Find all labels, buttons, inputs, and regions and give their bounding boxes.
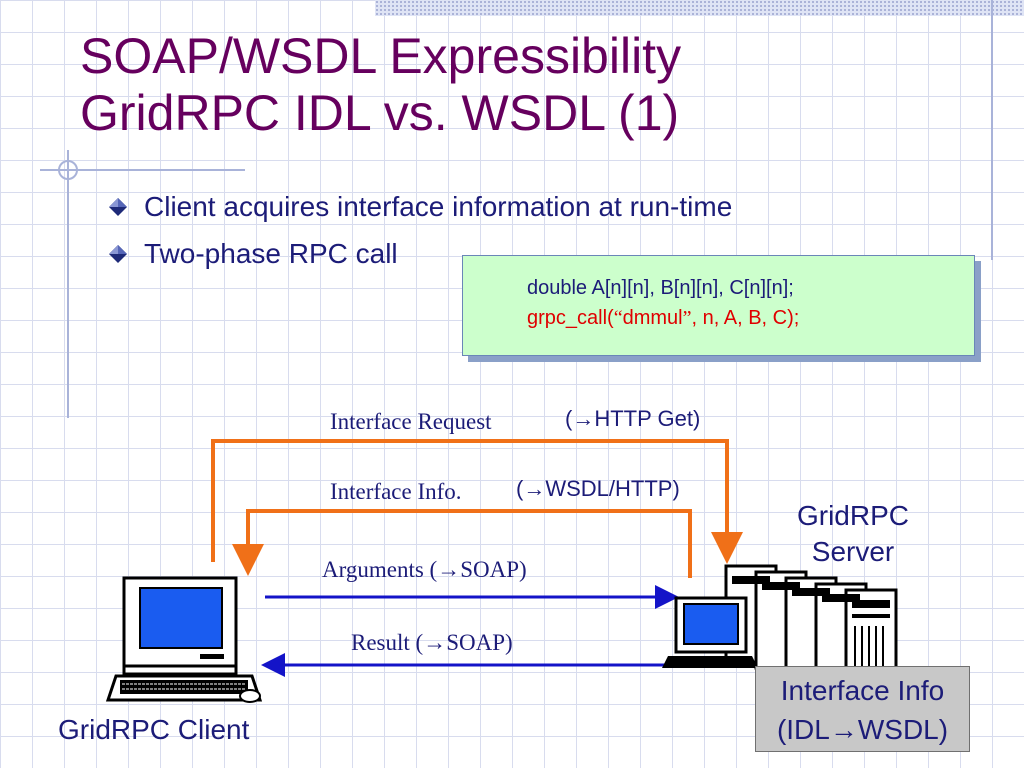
server-rack-icon — [662, 564, 898, 676]
code-call-suffix: , n, A, B, C); — [691, 307, 800, 329]
diamond-bullet-icon — [109, 197, 127, 216]
result-label: Result (→SOAP) — [351, 630, 513, 655]
bullet-text: Client acquires interface information at… — [144, 190, 733, 222]
server-name: GridRPC Server — [783, 498, 923, 570]
title-line-1: SOAP/WSDL Expressibility — [80, 28, 682, 84]
idl-info-box: Interface Info (IDL→WSDL) — [755, 666, 970, 752]
interface-info-arrow — [232, 509, 692, 578]
bullet-text: Two-phase RPC call — [144, 237, 398, 269]
interface-info-label: Interface Info. — [330, 479, 462, 504]
interface-request-arrow — [211, 439, 743, 564]
code-line-call: grpc_call(“dmmul”, n, A, B, C); — [527, 303, 974, 333]
idl-box-line-1: Interface Info — [780, 675, 945, 706]
slide-title: SOAP/WSDL Expressibility GridRPC IDL vs.… — [80, 28, 681, 142]
bullet-item: Client acquires interface information at… — [108, 183, 732, 230]
client-name: GridRPC Client — [58, 714, 250, 745]
http-get-label: (→HTTP Get) — [565, 406, 701, 431]
code-call-prefix: grpc_call( — [527, 307, 614, 329]
top-decorative-band — [375, 0, 1024, 16]
bullet-item: Two-phase RPC call — [108, 230, 732, 277]
code-box: double A[n][n], B[n][n], C[n][n]; grpc_c… — [462, 255, 975, 356]
desktop-computer-icon — [105, 576, 263, 703]
interface-request-label: Interface Request — [330, 409, 492, 434]
code-open-quote: “ — [613, 307, 623, 329]
code-line-declaration: double A[n][n], B[n][n], C[n][n]; — [527, 277, 794, 299]
arguments-label: Arguments (→SOAP) — [322, 557, 527, 582]
server-name-line-1: GridRPC — [796, 500, 909, 531]
wsdl-http-label: (→WSDL/HTTP) — [516, 476, 680, 501]
code-function-name: dmmul — [622, 307, 683, 329]
diamond-bullet-icon — [109, 244, 127, 263]
server-name-line-2: Server — [811, 536, 895, 567]
idl-box-line-2: (IDL→WSDL) — [776, 714, 949, 745]
bullet-list: Client acquires interface information at… — [108, 183, 732, 277]
code-close-quote: ” — [682, 307, 692, 329]
title-line-2: GridRPC IDL vs. WSDL (1) — [80, 85, 680, 141]
